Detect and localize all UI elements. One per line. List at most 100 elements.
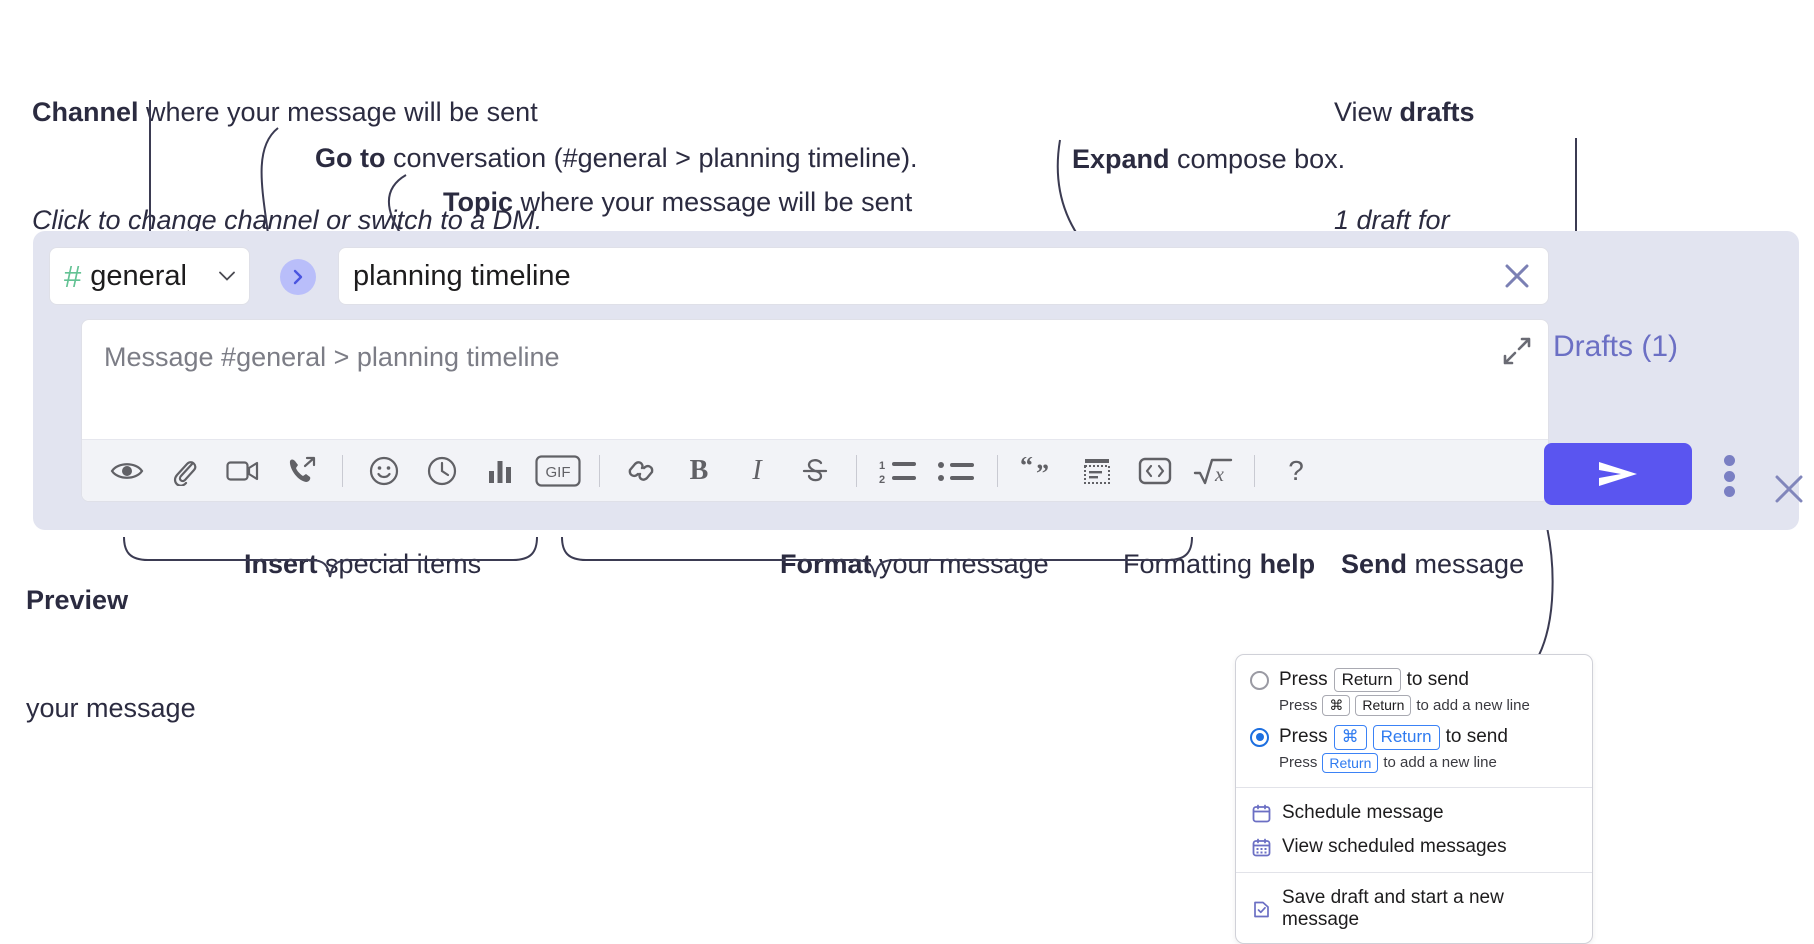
annotation-preview-bold: Preview: [26, 585, 129, 615]
gif-icon[interactable]: GIF: [529, 442, 587, 500]
clock-icon[interactable]: [413, 442, 471, 500]
menu-separator: [1236, 787, 1592, 789]
annotation-expand-rest: compose box.: [1169, 144, 1346, 174]
annotation-help-pre: Formatting: [1123, 549, 1260, 579]
radio-button-selected[interactable]: [1250, 727, 1269, 747]
annotation-send-bold: Send: [1341, 549, 1408, 579]
bold-icon[interactable]: B: [689, 454, 709, 486]
svg-text:“: “: [1020, 457, 1033, 480]
annotation-goto-rest: conversation (#general > planning timeli…: [385, 143, 918, 173]
menu-item-label: View scheduled messages: [1282, 836, 1507, 858]
menu-item-label: Save draft and start a new message: [1282, 887, 1504, 931]
expand-icon[interactable]: [1502, 336, 1532, 366]
link-icon[interactable]: [612, 442, 670, 500]
math-icon[interactable]: x: [1184, 442, 1242, 500]
compose-panel: # general planning timeline Message #gen…: [33, 231, 1803, 530]
send-button[interactable]: [1544, 443, 1692, 505]
annotation-insert-bold: Insert: [244, 549, 318, 579]
annotation-help-bold: help: [1259, 549, 1316, 579]
topic-field[interactable]: planning timeline: [338, 247, 1549, 305]
menu-item-label: Schedule message: [1282, 802, 1444, 824]
chevron-right-icon: [293, 269, 303, 285]
close-panel-icon[interactable]: [1771, 471, 1807, 507]
emoji-icon[interactable]: [355, 442, 413, 500]
key-return: Return: [1333, 668, 1401, 693]
video-icon[interactable]: [214, 442, 272, 500]
key-command: ⌘: [1322, 695, 1351, 717]
key-return: Return: [1355, 695, 1412, 717]
radio-press-text: Press: [1279, 669, 1328, 691]
svg-text:x: x: [1214, 464, 1224, 486]
toolbar-divider: [856, 454, 857, 487]
annotation-channel-bold: Channel: [32, 97, 139, 127]
sub-after-text: to add a new line: [1383, 754, 1497, 772]
channel-select[interactable]: # general: [49, 247, 250, 305]
menu-radio-return-to-send[interactable]: Press Return to send: [1236, 665, 1592, 695]
menu-item-schedule-message[interactable]: Schedule message: [1236, 796, 1592, 830]
audio-call-icon[interactable]: [272, 442, 330, 500]
topic-value: planning timeline: [353, 259, 571, 292]
annotation-topic: Topic where your message will be sent: [413, 148, 912, 256]
annotation-topic-rest: where your message will be sent: [513, 187, 913, 217]
toolbar-divider: [997, 454, 998, 487]
poll-icon[interactable]: [471, 442, 529, 500]
close-icon[interactable]: [1500, 259, 1534, 293]
channel-name: general: [90, 259, 187, 292]
chevron-down-icon: [219, 271, 235, 281]
radio-button[interactable]: [1250, 670, 1269, 690]
kebab-dot: [1723, 486, 1735, 497]
svg-text:GIF: GIF: [546, 464, 571, 481]
annotation-drafts-pre: View: [1334, 97, 1400, 127]
help-icon[interactable]: ?: [1267, 442, 1325, 500]
menu-separator: [1236, 872, 1592, 874]
menu-item-save-draft-new-message[interactable]: Save draft and start a new message: [1236, 881, 1592, 937]
annotation-topic-bold: Topic: [443, 187, 514, 217]
radio-press-text: Press: [1279, 726, 1328, 748]
svg-text:1: 1: [879, 460, 885, 472]
send-icon: [1599, 462, 1637, 486]
annotation-expand: Expand compose box.: [1042, 105, 1345, 213]
annotation-format-bold: Format: [780, 549, 872, 579]
italic-icon[interactable]: I: [752, 454, 762, 486]
svg-text:”: ”: [1036, 459, 1049, 485]
annotation-drafts-bold: drafts: [1399, 97, 1475, 127]
blockquote-icon[interactable]: “”: [1010, 442, 1068, 500]
attachment-icon[interactable]: [156, 442, 214, 500]
compose-options-button[interactable]: [1713, 455, 1745, 497]
sub-press-text: Press: [1279, 697, 1318, 715]
message-input-box[interactable]: Message #general > planning timeline: [81, 319, 1549, 502]
toolbar-divider: [1254, 454, 1255, 487]
annotation-channel-rest: where your message will be sent: [138, 97, 538, 127]
radio-after-text: to send: [1445, 726, 1508, 748]
goto-conversation-button[interactable]: [280, 259, 316, 295]
code-icon[interactable]: [1126, 442, 1184, 500]
kebab-dot: [1723, 470, 1735, 482]
sub-press-text: Press: [1279, 754, 1318, 772]
menu-radio-cmd-return-to-send[interactable]: Press ⌘ Return to send: [1236, 722, 1592, 752]
key-command: ⌘: [1333, 725, 1367, 750]
annotation-goto: Go to conversation (#general > planning …: [285, 104, 918, 212]
key-return: Return: [1322, 752, 1379, 774]
annotation-insert-rest: special items: [317, 549, 482, 579]
menu-item-view-scheduled-messages[interactable]: View scheduled messages: [1236, 830, 1592, 864]
menu-radio-cmd-return-sub: Press Return to add a new line: [1236, 752, 1592, 780]
radio-after-text: to send: [1406, 669, 1469, 691]
strikethrough-icon[interactable]: [786, 442, 844, 500]
preview-icon[interactable]: [98, 442, 156, 500]
menu-radio-return-sub: Press ⌘ Return to add a new line: [1236, 695, 1592, 722]
code-block-icon[interactable]: [1068, 442, 1126, 500]
svg-text:2: 2: [879, 474, 885, 485]
toolbar-divider: [342, 454, 343, 487]
sub-after-text: to add a new line: [1416, 697, 1530, 715]
hash-icon: #: [64, 258, 82, 294]
drafts-link[interactable]: Drafts (1): [1553, 330, 1679, 363]
compose-options-menu: Press Return to send Press ⌘ Return to a…: [1235, 654, 1593, 944]
radio-label: Press ⌘ Return to send: [1279, 725, 1508, 750]
bulleted-list-icon[interactable]: [927, 442, 985, 500]
calendar-grid-icon: [1252, 838, 1271, 857]
annotation-expand-bold: Expand: [1072, 144, 1170, 174]
annotation-goto-bold: Go to: [315, 143, 386, 173]
calendar-icon: [1252, 804, 1271, 823]
